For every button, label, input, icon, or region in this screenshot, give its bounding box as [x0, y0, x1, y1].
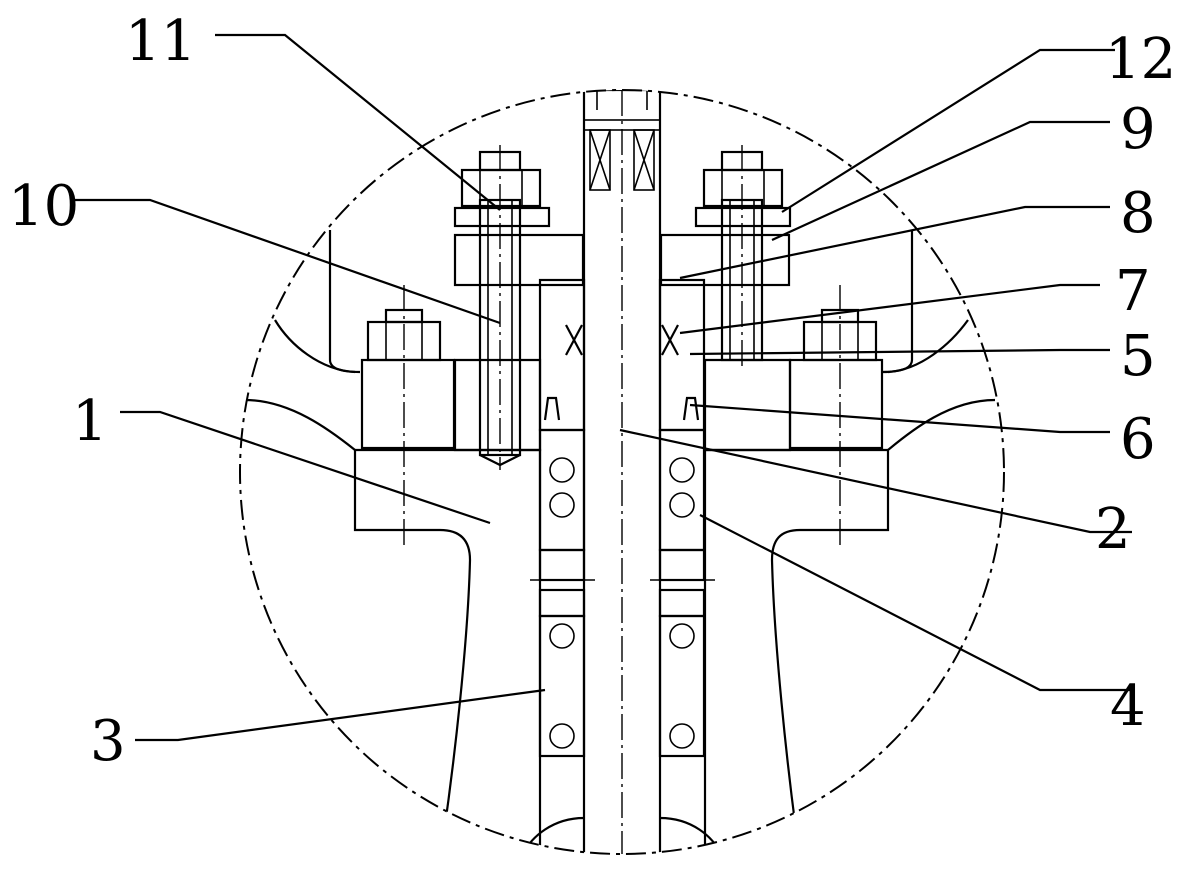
leader-lines [75, 33, 1132, 742]
callout-4: 4 [1110, 674, 1146, 739]
packing-right-lower [658, 614, 706, 758]
callout-3: 3 [90, 709, 126, 774]
gland-plate-right [659, 233, 791, 287]
packing-left-upper [538, 428, 586, 552]
flange-left [360, 358, 456, 450]
callout-2: 2 [1095, 497, 1131, 562]
flange-right [788, 358, 884, 450]
housing-left [353, 448, 542, 854]
callout-10: 10 [8, 174, 79, 239]
callout-1: 1 [72, 389, 108, 454]
spring-washer-right [694, 206, 792, 228]
callout-6: 6 [1120, 407, 1156, 472]
housing-right [703, 448, 890, 854]
packing-right-upper [658, 428, 706, 552]
packing-left-lower [538, 614, 586, 758]
callout-5: 5 [1120, 324, 1156, 389]
callout-9: 9 [1120, 97, 1156, 162]
spring-washer-left [453, 206, 551, 228]
detail-boundary-circle [239, 89, 1005, 855]
callout-12: 12 [1105, 27, 1176, 92]
callout-11: 11 [125, 9, 196, 74]
callout-7: 7 [1115, 259, 1151, 324]
section-body [244, 90, 996, 854]
callout-8: 8 [1120, 181, 1156, 246]
